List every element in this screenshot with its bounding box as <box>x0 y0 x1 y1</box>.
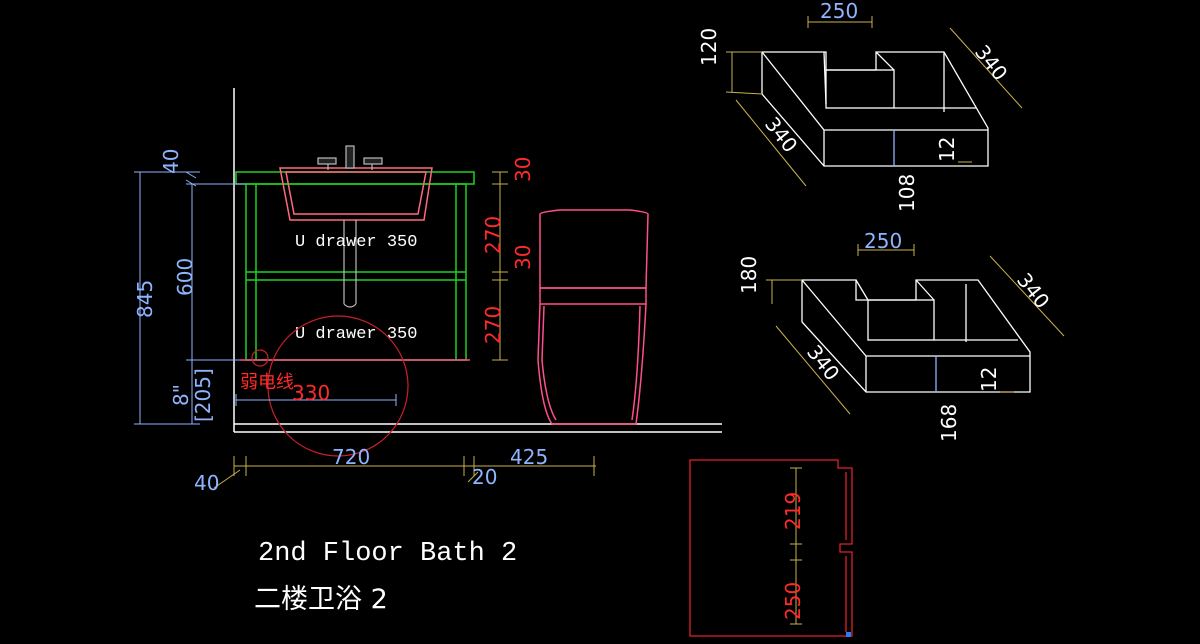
dim-205: [205] <box>191 368 215 422</box>
right-vertical-dims <box>492 171 508 361</box>
iso-top-dim-120: 120 <box>697 28 721 66</box>
iso-top-dim-12: 12 <box>935 137 959 162</box>
iso-bottom-dim-180: 180 <box>737 256 761 294</box>
iso-drawer-bottom <box>801 279 1031 393</box>
iso-drawer-top <box>761 51 989 167</box>
iso-bottom-dims <box>766 244 1065 415</box>
dim-8in: 8" <box>169 384 193 406</box>
drain-pipe <box>343 220 357 308</box>
dim-330: 330 <box>292 381 330 405</box>
faucet <box>317 145 383 170</box>
section-dim-250: 250 <box>781 582 805 620</box>
drawer-top-label: U drawer 350 <box>295 233 417 252</box>
dim-30-top: 30 <box>511 157 535 182</box>
dim-270-top: 270 <box>481 216 505 254</box>
bottom-horizontal-dims <box>213 456 596 489</box>
toilet <box>537 209 649 425</box>
iso-top-dim-250: 250 <box>820 0 858 23</box>
left-vertical-dims <box>134 171 397 425</box>
dim-20: 20 <box>472 465 497 489</box>
dim-720: 720 <box>332 445 370 469</box>
iso-top-dims <box>725 16 1023 187</box>
weak-current-circle <box>267 315 409 457</box>
elevation-view: U drawer 350 U drawer 350 弱电线 <box>133 88 722 495</box>
title-chinese: 二楼卫浴 2 <box>254 584 388 615</box>
iso-bottom-dim-340-left: 340 <box>802 340 844 385</box>
dim-270-bottom: 270 <box>481 306 505 344</box>
iso-top-dim-340-right: 340 <box>970 40 1012 85</box>
sink-basin <box>279 167 433 221</box>
iso-top-dim-340-left: 340 <box>760 112 802 157</box>
section-dim-219: 219 <box>781 492 805 530</box>
section-view <box>689 459 853 637</box>
dim-30-mid: 30 <box>511 245 535 270</box>
iso-bottom-dim-12: 12 <box>977 367 1001 392</box>
weak-current-marker <box>251 349 269 367</box>
iso-bottom-dim-340-right: 340 <box>1012 268 1054 313</box>
dim-600: 600 <box>173 258 197 296</box>
section-grip[interactable] <box>846 632 851 637</box>
iso-bottom-dim-250: 250 <box>864 229 902 253</box>
dim-40-top: 40 <box>159 149 183 174</box>
title-english: 2nd Floor Bath 2 <box>258 539 517 569</box>
dim-425: 425 <box>510 445 548 469</box>
drawer-bottom-label: U drawer 350 <box>295 325 417 344</box>
weak-current-label: 弱电线 <box>240 372 294 393</box>
dim-845: 845 <box>133 280 157 318</box>
dim-40-bottom: 40 <box>194 471 219 495</box>
iso-top-dim-108: 108 <box>895 174 919 212</box>
iso-bottom-dim-168: 168 <box>937 404 961 442</box>
section-dims <box>790 467 802 625</box>
